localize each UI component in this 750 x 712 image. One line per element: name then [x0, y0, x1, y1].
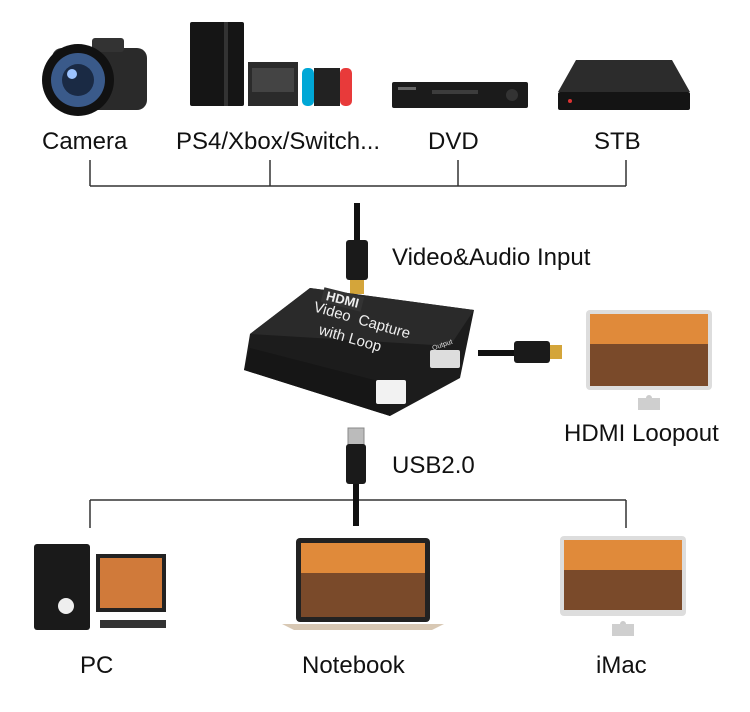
usb-port — [376, 380, 406, 404]
input-label: Video&Audio Input — [392, 244, 590, 272]
set-top-box-icon — [556, 56, 692, 116]
usb-cable — [346, 428, 366, 526]
source-label-stb: STB — [594, 128, 641, 156]
hdmi-input-cable — [346, 203, 368, 294]
camera-icon — [32, 30, 152, 120]
loopout-monitor-icon — [586, 310, 714, 414]
imac-icon — [560, 536, 688, 640]
source-label-camera: Camera — [42, 128, 127, 156]
pc-icon — [30, 540, 170, 632]
target-label-pc: PC — [80, 652, 113, 680]
hdmi-out-port — [430, 350, 460, 368]
target-label-imac: iMac — [596, 652, 647, 680]
loopout-label: HDMI Loopout — [564, 420, 719, 448]
usb-label: USB2.0 — [392, 452, 475, 480]
hdmi-loop-cable — [478, 341, 562, 363]
source-label-dvd: DVD — [428, 128, 479, 156]
notebook-icon — [282, 538, 446, 632]
dvd-player-icon — [392, 78, 532, 112]
source-label-consoles: PS4/Xbox/Switch... — [176, 128, 380, 156]
game-console-icon — [186, 22, 356, 110]
target-label-notebook: Notebook — [302, 652, 405, 680]
